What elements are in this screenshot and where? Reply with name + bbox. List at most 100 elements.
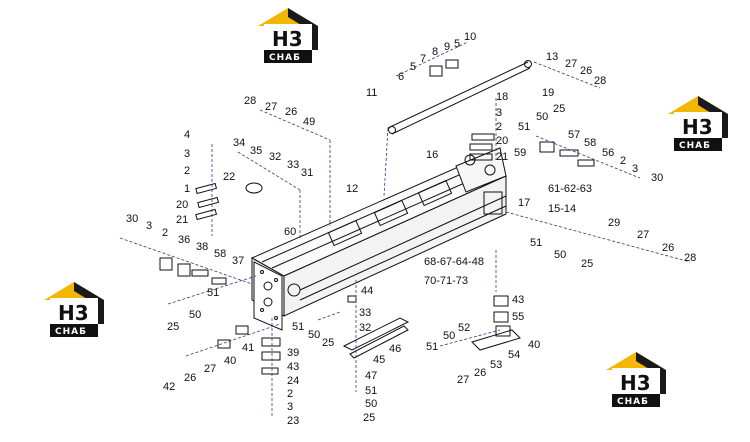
callout-label: 16	[426, 149, 438, 161]
callout-label: 60	[284, 226, 296, 238]
callout-label: 23	[287, 415, 299, 427]
callout-label: 6	[398, 71, 404, 83]
callout-label: 27	[565, 58, 577, 70]
callout-label: 3	[496, 107, 502, 119]
callout-label: 33	[287, 159, 299, 171]
callout-label: 27	[265, 101, 277, 113]
callout-label: 57	[568, 129, 580, 141]
callout-label: 52	[458, 322, 470, 334]
callout-label: 47	[365, 370, 377, 382]
callout-label: 51	[518, 121, 530, 133]
callout-label: 17	[518, 197, 530, 209]
callout-label: 11	[366, 87, 377, 99]
callout-label: 51	[530, 237, 542, 249]
callout-label: 26	[474, 367, 486, 379]
callout-label: 1	[184, 183, 190, 195]
callout-label: 56	[602, 147, 614, 159]
callout-label: 35	[250, 145, 262, 157]
logo-top: H3 СНАБ	[258, 8, 318, 63]
callout-label: 32	[359, 322, 371, 334]
callout-label: 50	[365, 398, 377, 410]
callout-label: 20	[496, 135, 508, 147]
callout-label: 5	[454, 38, 460, 50]
callout-label: 27	[457, 374, 469, 386]
callout-labels: 28 27 26 49 34 35 32 33 31 4 3 2 22 1 20…	[126, 31, 696, 427]
callout-label: 20	[176, 199, 188, 211]
callout-label: 29	[608, 217, 620, 229]
callout-label: 37	[232, 255, 244, 267]
callout-label: 3	[287, 401, 293, 413]
callout-label: 9	[444, 41, 450, 53]
callout-label: 26	[285, 106, 297, 118]
logo-bottom-right: H3 СНАБ	[606, 352, 666, 407]
callout-label: 50	[536, 111, 548, 123]
callout-label: 28	[594, 75, 606, 87]
callout-label: 30	[651, 172, 663, 184]
boom-assembly	[159, 59, 595, 375]
logo-mark-text: H3	[58, 301, 89, 325]
callout-label: 43	[512, 294, 524, 306]
callout-label: 43	[287, 361, 299, 373]
callout-label: 42	[163, 381, 175, 393]
callout-label: 4	[184, 129, 190, 141]
callout-label: 27	[204, 363, 216, 375]
callout-label: 51	[207, 287, 219, 299]
callout-label: 50	[189, 309, 201, 321]
logo-right: H3 СНАБ	[668, 96, 728, 151]
callout-label: 22	[223, 171, 235, 183]
callout-label: 25	[322, 337, 334, 349]
callout-label: 21	[176, 214, 188, 226]
callout-label: 40	[224, 355, 236, 367]
logo-mark-text: H3	[272, 27, 303, 51]
callout-label: 51	[426, 341, 438, 353]
callout-label: 26	[580, 65, 592, 77]
callout-label: 2	[184, 165, 190, 177]
leader-lines	[119, 41, 691, 418]
callout-label: 25	[553, 103, 565, 115]
callout-label: 2	[620, 155, 626, 167]
callout-label: 15-14	[548, 203, 576, 215]
callout-label: 27	[637, 229, 649, 241]
callout-label: 51	[365, 385, 377, 397]
callout-label: 33	[359, 307, 371, 319]
logo-caption-text: СНАБ	[617, 397, 649, 407]
callout-label: 24	[287, 375, 299, 387]
callout-label: 46	[389, 343, 401, 355]
callout-label: 55	[512, 311, 524, 323]
callout-label: 58	[584, 137, 596, 149]
callout-label: 28	[244, 95, 256, 107]
callout-label: 10	[464, 31, 476, 43]
callout-label: 59	[514, 147, 526, 159]
callout-label: 61-62-63	[548, 183, 592, 195]
logo-mark-text: H3	[682, 115, 713, 139]
logo-left: H3 СНАБ	[44, 282, 104, 337]
callout-label: 41	[242, 342, 254, 354]
callout-label: 2	[287, 388, 293, 400]
callout-label: 19	[542, 87, 554, 99]
callout-label: 21	[496, 151, 508, 163]
logo-caption-text: СНАБ	[269, 53, 301, 63]
callout-label: 25	[581, 258, 593, 270]
callout-label: 7	[420, 53, 426, 65]
callout-label: 53	[490, 359, 502, 371]
callout-label: 26	[184, 372, 196, 384]
callout-label: 13	[546, 51, 558, 63]
callout-label: 8	[432, 46, 438, 58]
callout-label: 70-71-73	[424, 275, 468, 287]
callout-label: 50	[554, 249, 566, 261]
callout-label: 2	[162, 227, 168, 239]
callout-label: 54	[508, 349, 520, 361]
callout-label: 38	[196, 241, 208, 253]
callout-label: 51	[292, 321, 304, 333]
callout-label: 34	[233, 137, 245, 149]
callout-label: 2	[496, 121, 502, 133]
callout-label: 28	[684, 252, 696, 264]
callout-label: 45	[373, 354, 385, 366]
callout-label: 5	[410, 61, 416, 73]
callout-label: 18	[496, 91, 508, 103]
callout-label: 50	[308, 329, 320, 341]
callout-label: 12	[346, 183, 358, 195]
callout-label: 36	[178, 234, 190, 246]
